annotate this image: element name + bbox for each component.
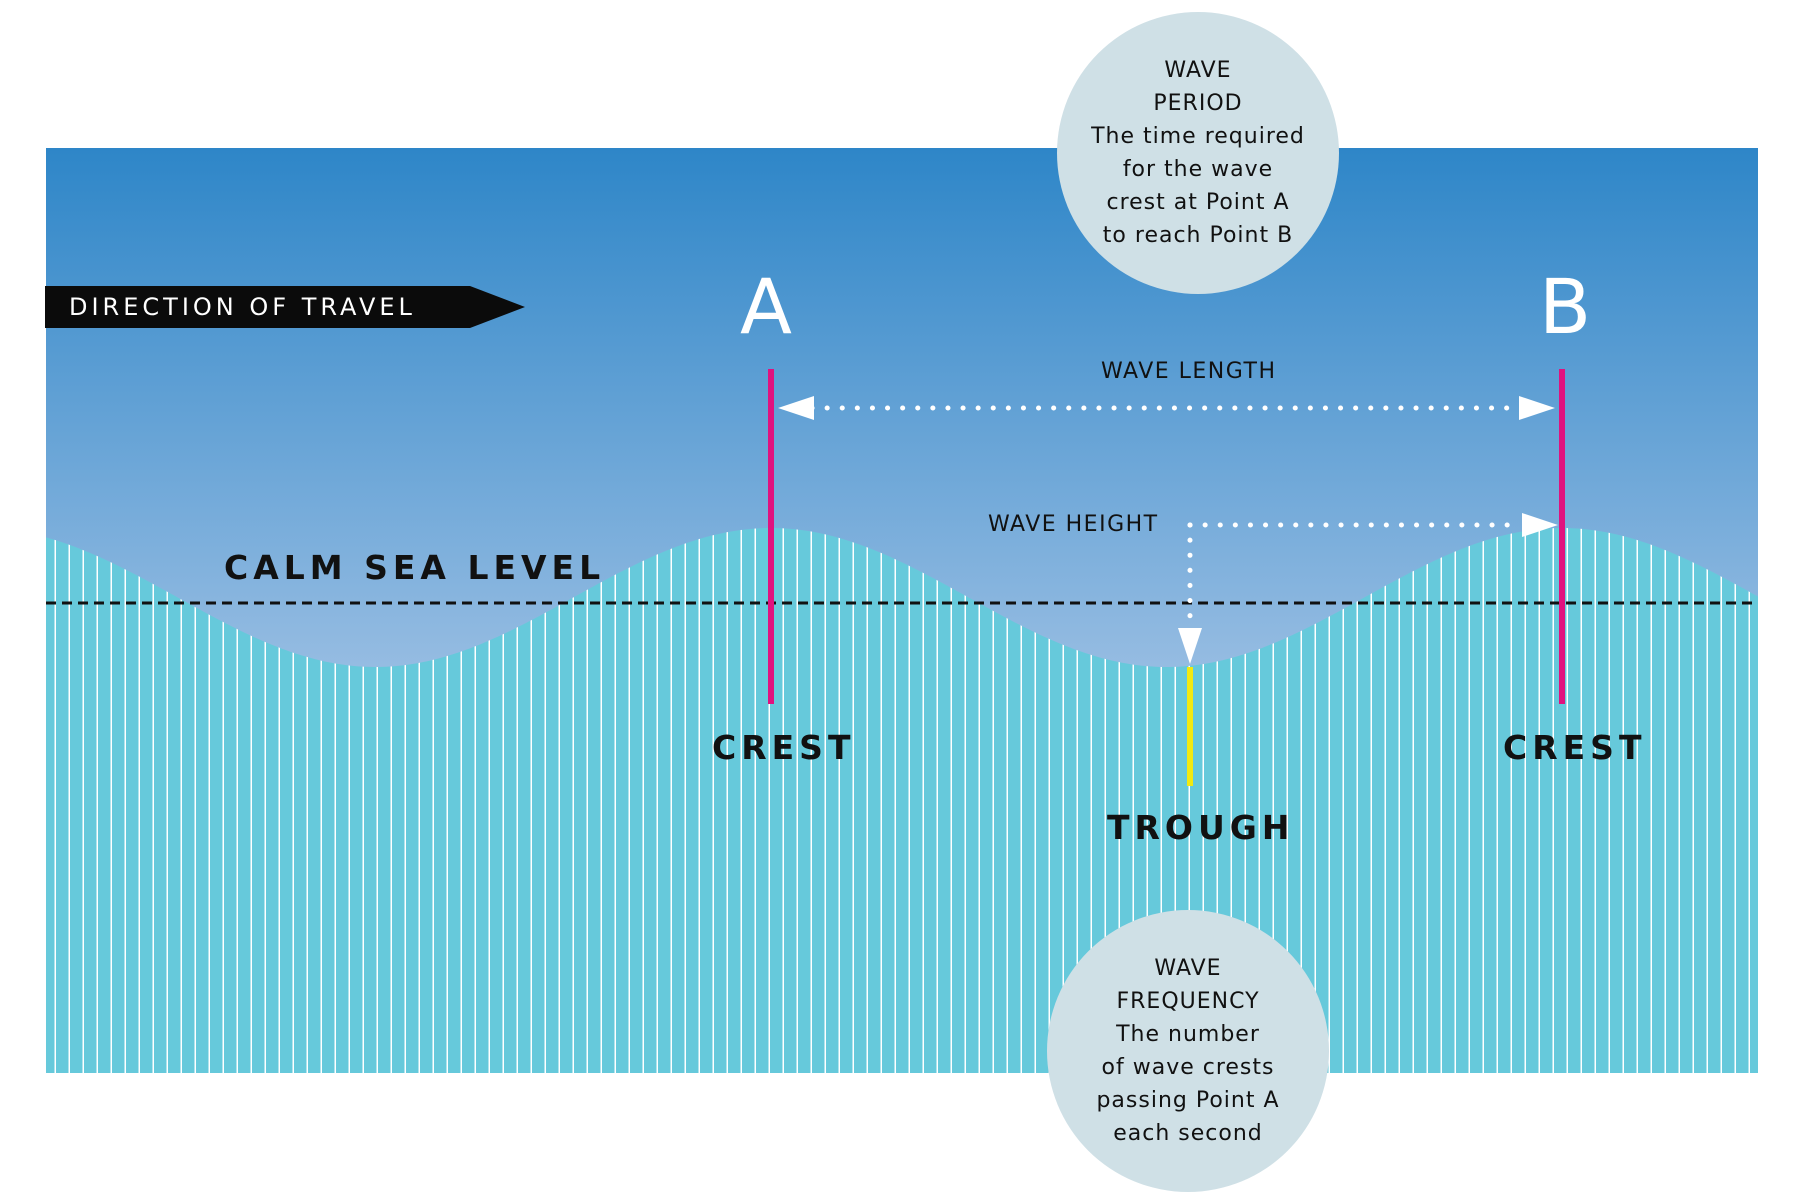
point-a-label: A xyxy=(740,262,792,351)
wave-frequency-line: FREQUENCY xyxy=(1116,989,1260,1014)
wave-frequency-bubble: WAVE FREQUENCY The number of wave crests… xyxy=(1047,910,1329,1192)
wave-period-line: The time required xyxy=(1091,124,1305,149)
wave-period-line: to reach Point B xyxy=(1102,223,1294,248)
direction-of-travel-label: DIRECTION OF TRAVEL xyxy=(69,293,416,321)
crest-label-left: CREST xyxy=(712,728,856,767)
wave-length-label: WAVE LENGTH xyxy=(1101,359,1277,384)
wave-period-line: WAVE xyxy=(1164,58,1232,83)
wave-frequency-line: of wave crests xyxy=(1101,1055,1275,1080)
wave-period-line: for the wave xyxy=(1122,157,1274,182)
wave-height-arrowhead-down xyxy=(1178,628,1202,664)
wave-frequency-line: WAVE xyxy=(1154,956,1222,981)
direction-arrow-shape xyxy=(45,286,525,328)
wave-height-arrowhead-right xyxy=(1522,513,1558,537)
calm-sea-level-label: CALM SEA LEVEL xyxy=(224,548,606,587)
trough-label: TROUGH xyxy=(1107,808,1295,847)
wave-frequency-line: The number xyxy=(1116,1022,1260,1047)
wave-length-arrowhead-left xyxy=(778,396,814,420)
wave-frequency-line: each second xyxy=(1113,1121,1263,1146)
direction-of-travel-banner: DIRECTION OF TRAVEL xyxy=(45,286,525,328)
wave-frequency-line: passing Point A xyxy=(1096,1088,1280,1113)
wave-height-label: WAVE HEIGHT xyxy=(988,512,1159,537)
point-b-label: B xyxy=(1539,262,1592,351)
sea-water xyxy=(46,528,1758,1073)
wave-period-bubble: WAVE PERIOD The time required for the wa… xyxy=(1057,12,1339,294)
wave-period-line: crest at Point A xyxy=(1106,190,1290,215)
wave-length-arrowhead-right xyxy=(1519,396,1555,420)
crest-label-right: CREST xyxy=(1503,728,1647,767)
wave-period-line: PERIOD xyxy=(1153,91,1243,116)
